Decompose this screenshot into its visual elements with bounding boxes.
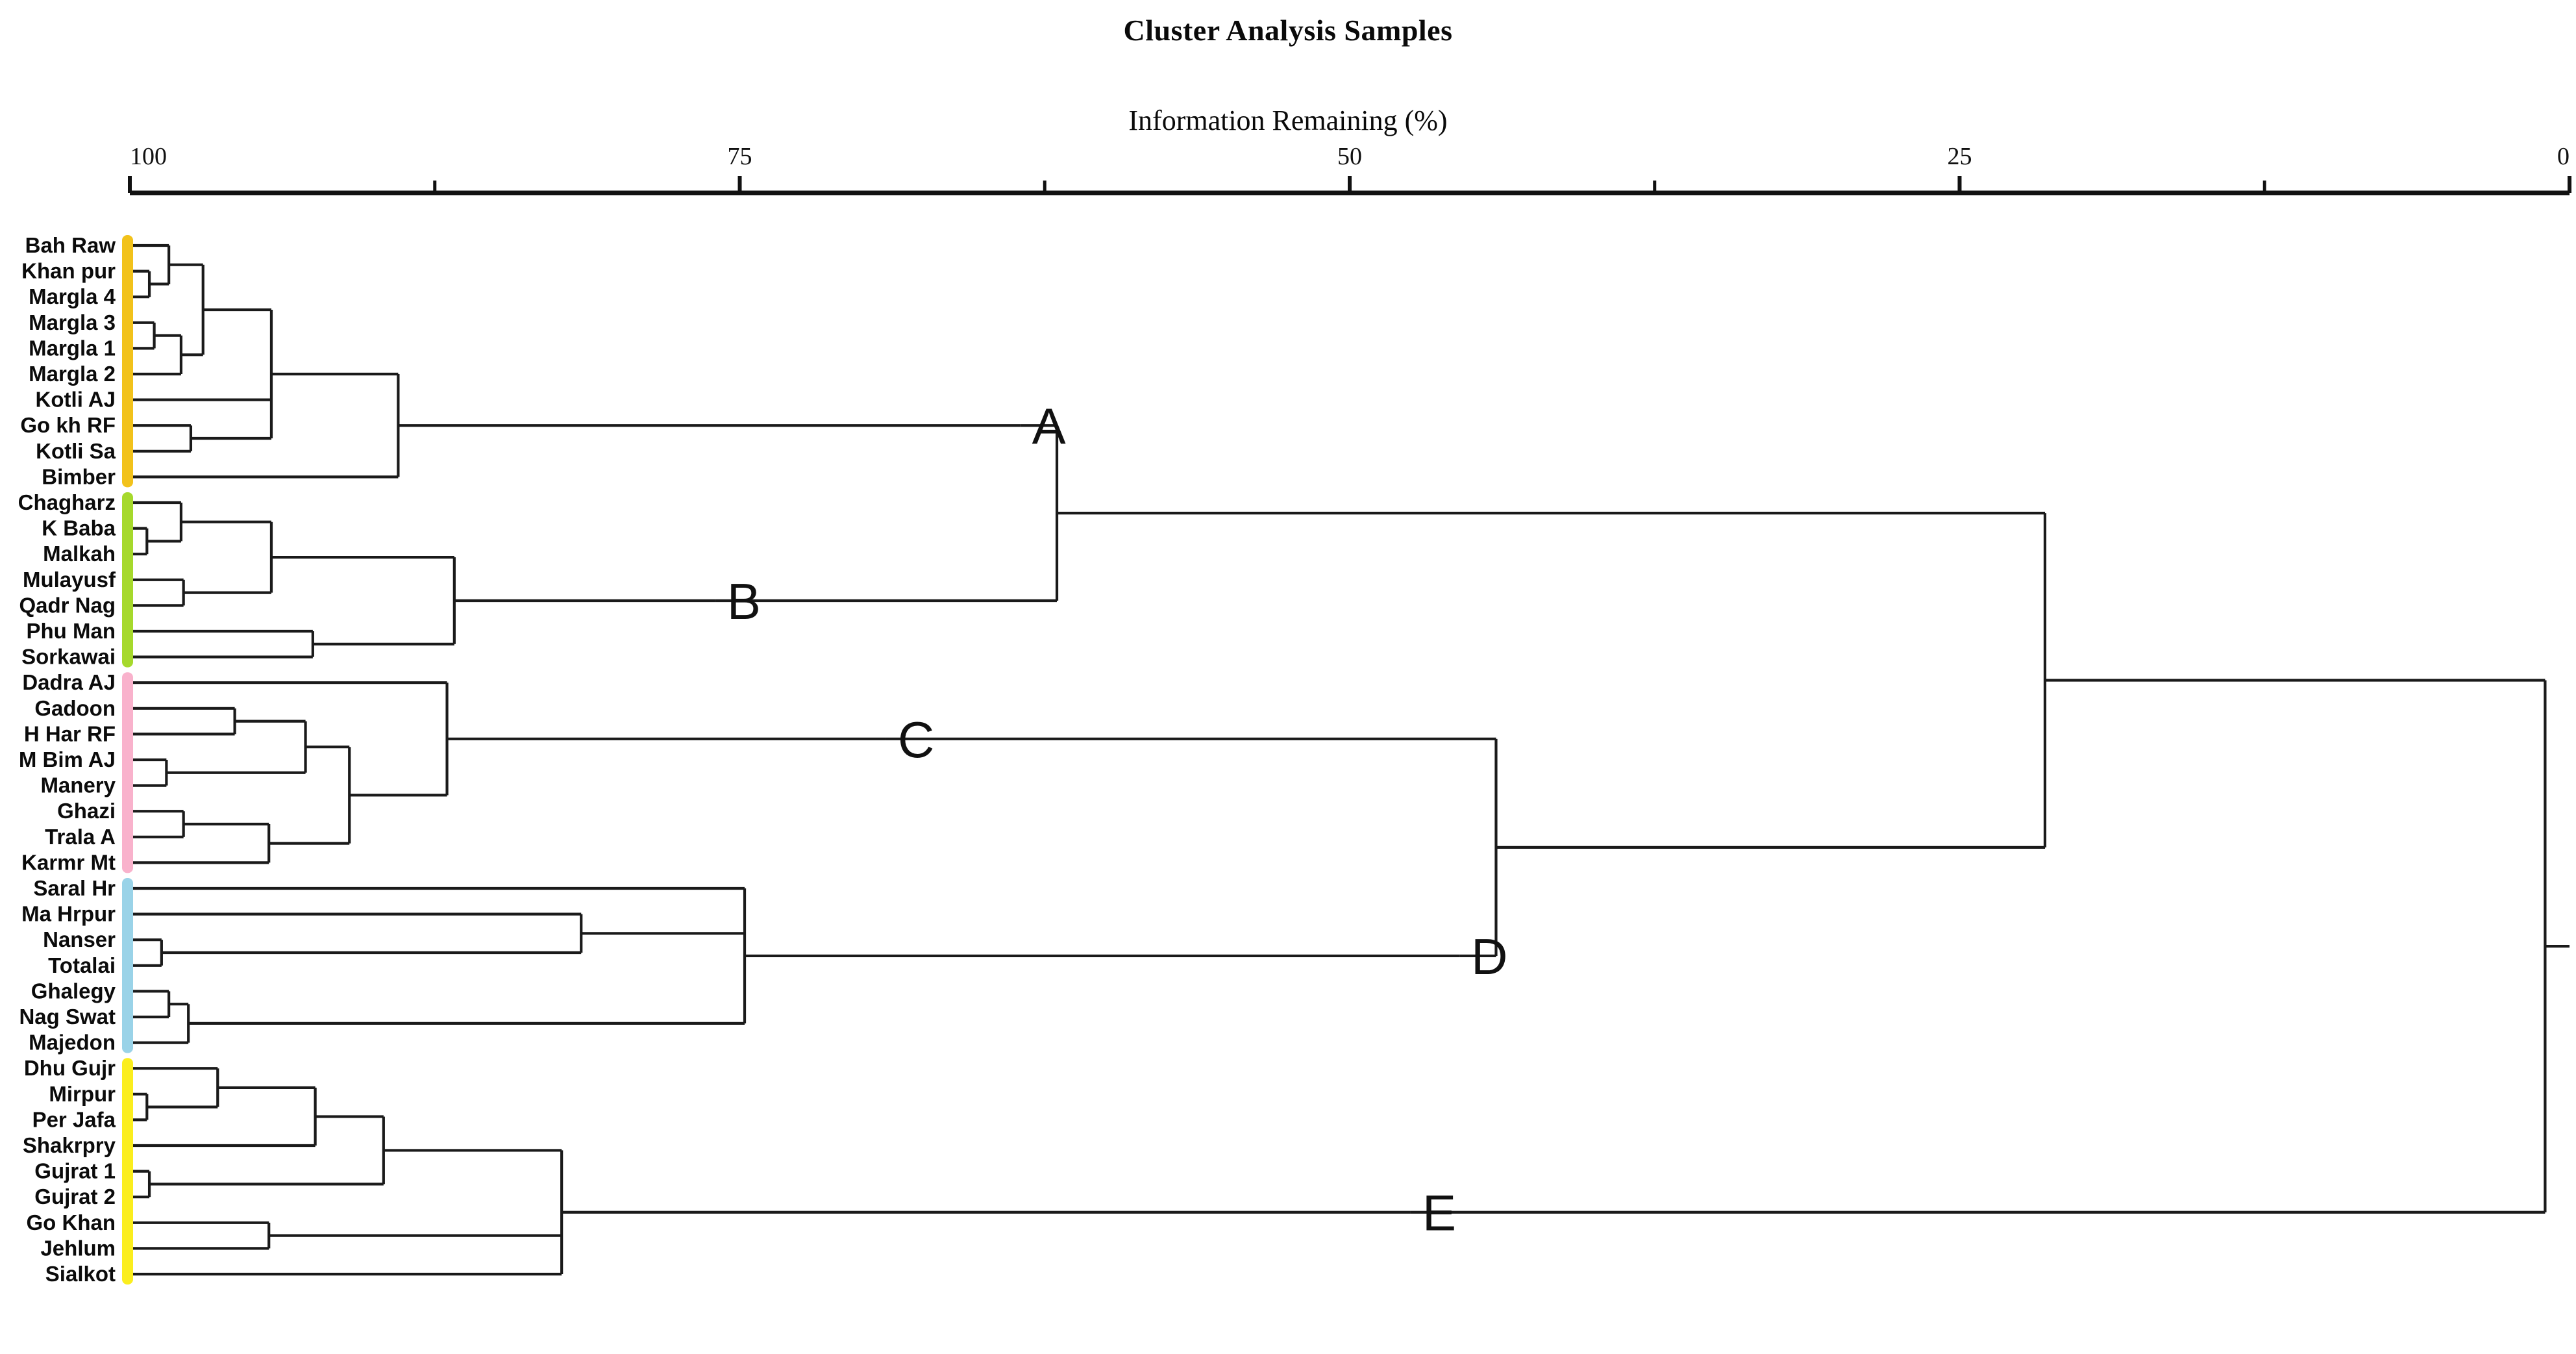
leaf-label: Phu Man (27, 619, 116, 643)
leaf-label: Per Jafa (32, 1107, 116, 1131)
cluster-label-d: D (1471, 928, 1507, 985)
x-axis-label: Information Remaining (%) (1128, 105, 1448, 136)
leaf-label: Margla 3 (29, 310, 116, 334)
x-tick-label: 0 (2557, 143, 2570, 170)
cluster-color-bars (122, 235, 133, 1285)
leaf-label: Gadoon (34, 696, 116, 720)
leaf-label: Karmr Mt (21, 850, 116, 874)
x-tick-label: 75 (728, 143, 752, 170)
leaf-label: Majedon (29, 1031, 116, 1055)
leaf-label: Ma Hrpur (21, 902, 116, 926)
leaf-label: H Har RF (24, 721, 116, 746)
cluster-label-b: B (727, 573, 761, 630)
leaf-label: Manery (40, 773, 116, 797)
leaf-label: Sorkawai (21, 645, 116, 669)
leaf-label: Margla 2 (29, 362, 116, 386)
leaf-label: Mulayusf (23, 568, 116, 592)
leaf-label: Sialkot (45, 1262, 116, 1286)
leaf-label: Malkah (43, 542, 116, 566)
dendrogram-links (133, 244, 2570, 1276)
leaf-label: Margla 1 (29, 336, 116, 360)
cluster-color-bar-e (122, 1058, 133, 1285)
cluster-color-bar-b (122, 492, 133, 668)
leaf-label: Nag Swat (19, 1005, 116, 1029)
cluster-color-bar-c (122, 672, 133, 873)
cluster-color-bar-d (122, 878, 133, 1053)
leaf-label: Go Khan (27, 1210, 116, 1235)
page-title: Cluster Analysis Samples (1123, 14, 1453, 47)
x-axis: 100 75 50 25 0 (128, 143, 2571, 195)
leaf-label: Go kh RF (20, 413, 116, 437)
leaf-label: Margla 4 (29, 284, 116, 308)
leaf-label: Jehlum (40, 1236, 116, 1260)
leaf-label: Mirpur (49, 1082, 116, 1106)
leaf-label: Gujrat 1 (34, 1159, 116, 1183)
leaf-label: Kotli Sa (36, 439, 116, 463)
leaf-label: Qadr Nag (19, 593, 116, 617)
leaf-label: Shakrpry (23, 1133, 116, 1157)
cluster-letter-labels: A B C D E (727, 397, 1508, 1242)
leaf-label: M Bim AJ (19, 747, 116, 771)
cluster-label-e: E (1422, 1185, 1456, 1242)
leaf-label: Khan pur (21, 259, 116, 283)
leaf-label: Kotli AJ (36, 388, 116, 412)
cluster-label-a: A (1032, 397, 1066, 455)
x-tick-label: 25 (1948, 143, 1972, 170)
leaf-label: Chagharz (18, 490, 116, 514)
leaf-label: K Baba (42, 516, 116, 540)
leaf-label: Saral Hr (33, 876, 116, 900)
leaf-label: Trala A (45, 825, 116, 849)
cluster-color-bar-a (122, 235, 133, 488)
leaf-label: Totalai (48, 953, 116, 977)
leaf-label: Dhu Gujr (24, 1056, 116, 1080)
leaf-label: Gujrat 2 (34, 1185, 116, 1209)
cluster-label-c: C (898, 711, 934, 768)
leaf-label: Bimber (42, 464, 116, 488)
leaf-label: Dadra AJ (22, 670, 116, 694)
x-tick-label: 100 (130, 143, 167, 170)
leaf-label: Bah Raw (25, 233, 116, 257)
leaf-label: Nanser (43, 927, 116, 951)
leaf-label: Ghazi (57, 799, 116, 823)
x-tick-label: 50 (1337, 143, 1362, 170)
leaf-label: Ghalegy (31, 979, 116, 1003)
